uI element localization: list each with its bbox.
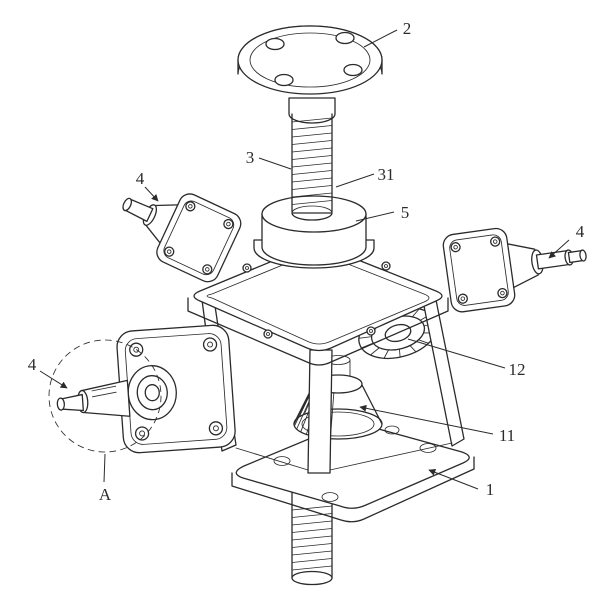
screw-threads-upper bbox=[291, 117, 333, 205]
screw-tip bbox=[291, 570, 333, 586]
cone-housing bbox=[506, 243, 539, 289]
annotations: 2 3 31 5 4 4 4 12 11 1 A bbox=[28, 19, 585, 504]
part-label-2: 2 bbox=[403, 19, 412, 38]
base-bolt-hole bbox=[321, 492, 339, 502]
part-label-1: 1 bbox=[486, 480, 495, 499]
shaft-end bbox=[122, 197, 133, 212]
screw-threads-lower bbox=[291, 505, 333, 571]
leader-line-31 bbox=[335, 173, 375, 188]
leader-line-1 bbox=[428, 469, 479, 490]
cone-housing bbox=[145, 204, 179, 244]
plate-bolt bbox=[381, 261, 391, 271]
base-bolt-hole bbox=[273, 456, 291, 466]
leader-line-4-right bbox=[548, 239, 570, 259]
part-label-4-upper-left: 4 bbox=[136, 169, 145, 188]
input-unit-upper-left bbox=[122, 193, 242, 283]
leader-line-4-upper-left bbox=[144, 186, 159, 202]
detail-label-A: A bbox=[99, 485, 112, 504]
top-plate-thickness bbox=[187, 297, 449, 366]
leader-line-11 bbox=[359, 404, 494, 435]
part-label-31: 31 bbox=[378, 165, 395, 184]
part-label-12: 12 bbox=[509, 360, 526, 379]
leader-line-2 bbox=[363, 29, 398, 48]
part-label-11: 11 bbox=[499, 426, 515, 445]
flange-bolt-hole bbox=[274, 73, 294, 87]
input-unit-right bbox=[442, 227, 587, 313]
flange-collar bbox=[288, 97, 336, 124]
leader-line-3 bbox=[258, 157, 292, 170]
part-label-4-left: 4 bbox=[28, 355, 37, 374]
column-front bbox=[307, 349, 333, 474]
mount-flange bbox=[442, 227, 516, 313]
bevel-gear bbox=[293, 355, 383, 440]
housing-top-plate bbox=[187, 244, 449, 366]
screw-nut-cylinder bbox=[253, 195, 375, 269]
base-thickness bbox=[231, 456, 475, 523]
base-bolt-hole bbox=[419, 443, 437, 453]
input-unit-left bbox=[56, 324, 236, 454]
shaft bbox=[81, 379, 131, 417]
lead-screw-upper bbox=[291, 113, 333, 221]
leader-line-A bbox=[103, 453, 106, 483]
plate-bolt bbox=[263, 329, 273, 339]
leader-line-5 bbox=[355, 211, 395, 222]
part-label-3: 3 bbox=[246, 148, 255, 167]
part-label-5: 5 bbox=[401, 203, 410, 222]
flange-bolt-hole bbox=[335, 31, 355, 45]
shaft-end bbox=[579, 249, 587, 262]
bottom-frame-edges bbox=[235, 442, 453, 471]
gear-base-ring bbox=[293, 408, 383, 440]
plate-bolt bbox=[242, 263, 252, 273]
bore-near-rim bbox=[291, 212, 333, 221]
plate-bolt bbox=[366, 326, 376, 336]
base-bolt-hole bbox=[384, 425, 400, 435]
shaft-keyway bbox=[91, 385, 117, 398]
leader-line-4-left bbox=[39, 370, 68, 389]
top-flange bbox=[237, 25, 383, 124]
flange-bolt-hole bbox=[265, 37, 285, 51]
flange-bolt-hole bbox=[343, 63, 363, 77]
mount-flange bbox=[156, 193, 242, 283]
part-label-4-right: 4 bbox=[576, 222, 585, 241]
shaft-end bbox=[56, 397, 66, 411]
leader-line-12 bbox=[407, 338, 506, 369]
detail-circle-A bbox=[48, 339, 162, 453]
